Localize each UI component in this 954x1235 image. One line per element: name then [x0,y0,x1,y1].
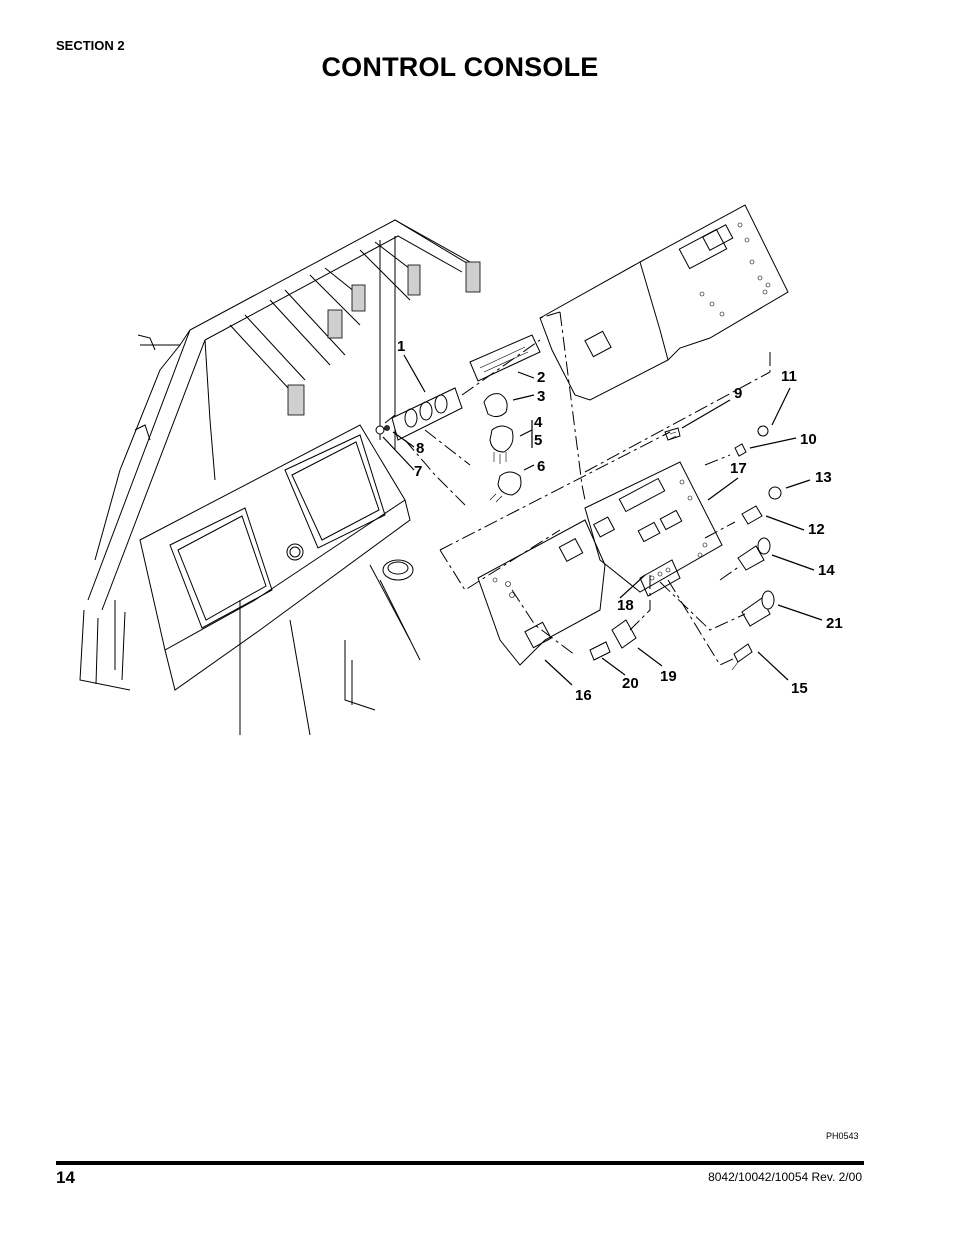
upper-console-plates [539,204,789,401]
gauge-panel-assembly [375,334,541,503]
callout-15: 15 [791,680,808,697]
callout-6: 6 [537,458,545,475]
callout-9: 9 [734,385,742,402]
callout-18: 18 [617,597,634,614]
callout-1: 1 [397,338,405,355]
document-reference: 8042/10042/10054 Rev. 2/00 [708,1170,862,1184]
page-title: CONTROL CONSOLE [321,52,599,82]
callout-numbers: 1 2 3 4 5 6 7 8 9 10 11 12 13 14 15 16 1… [397,338,843,704]
section-label: SECTION 2 [56,38,125,53]
callout-17: 17 [730,460,747,477]
callout-10: 10 [800,431,817,448]
leader-lines [382,354,823,686]
callout-5: 5 [534,432,542,449]
page-number: 14 [56,1168,75,1187]
callout-13: 13 [815,469,832,486]
alignment-lines [384,311,771,666]
machine-frame [79,219,481,691]
callout-4: 4 [534,414,543,431]
callout-3: 3 [537,388,545,405]
hardware-parts [589,425,782,671]
dash-panel [139,424,421,736]
callout-12: 12 [808,521,825,538]
callout-8: 8 [416,440,424,457]
callout-20: 20 [622,675,639,692]
callout-21: 21 [826,615,843,632]
callout-7: 7 [414,463,422,480]
callout-19: 19 [660,668,677,685]
lower-panels [477,461,723,666]
callout-14: 14 [818,562,835,579]
callout-16: 16 [575,687,592,704]
footer-rule [56,1161,864,1165]
callout-2: 2 [537,369,545,386]
callout-11: 11 [781,368,797,385]
figure-code: PH0543 [826,1131,859,1141]
